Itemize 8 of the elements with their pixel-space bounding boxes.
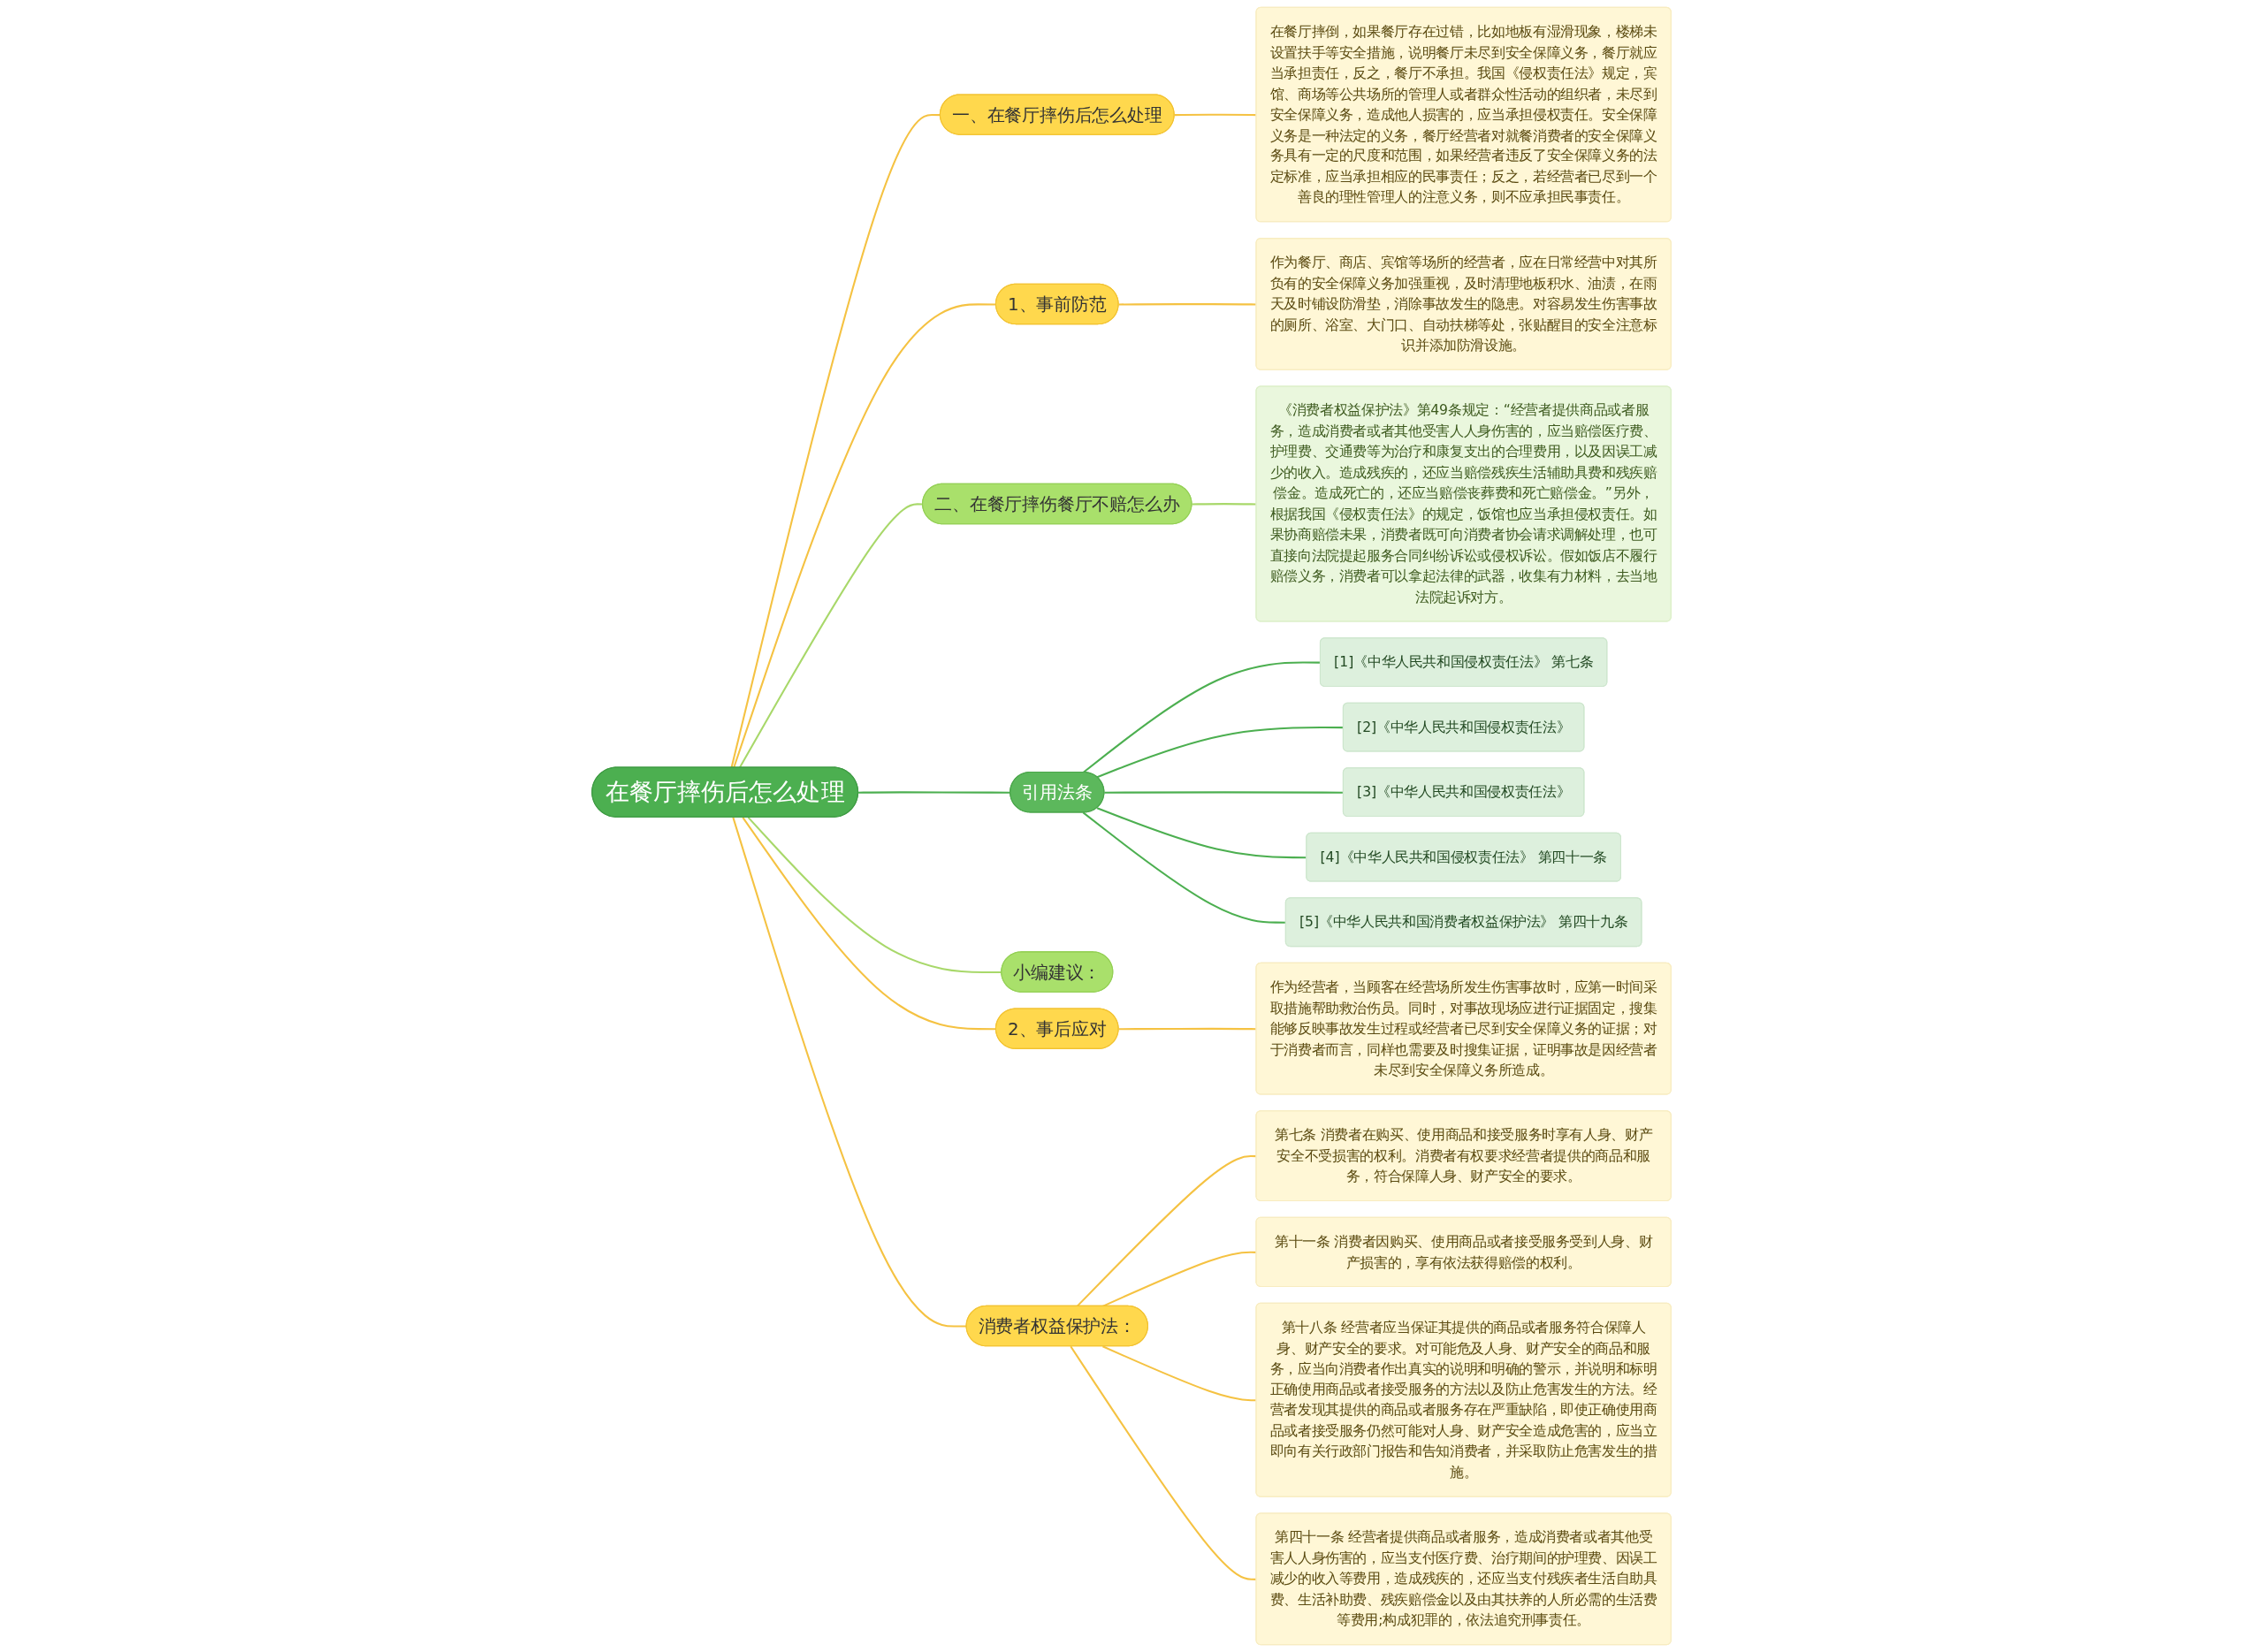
- connector: [742, 817, 996, 1031]
- connector: [1096, 727, 1344, 779]
- connector: [730, 113, 941, 768]
- connector: [1082, 661, 1321, 773]
- connector: [732, 817, 967, 1328]
- connector: [1104, 791, 1344, 794]
- connector: [733, 303, 996, 768]
- connector: [1082, 811, 1286, 924]
